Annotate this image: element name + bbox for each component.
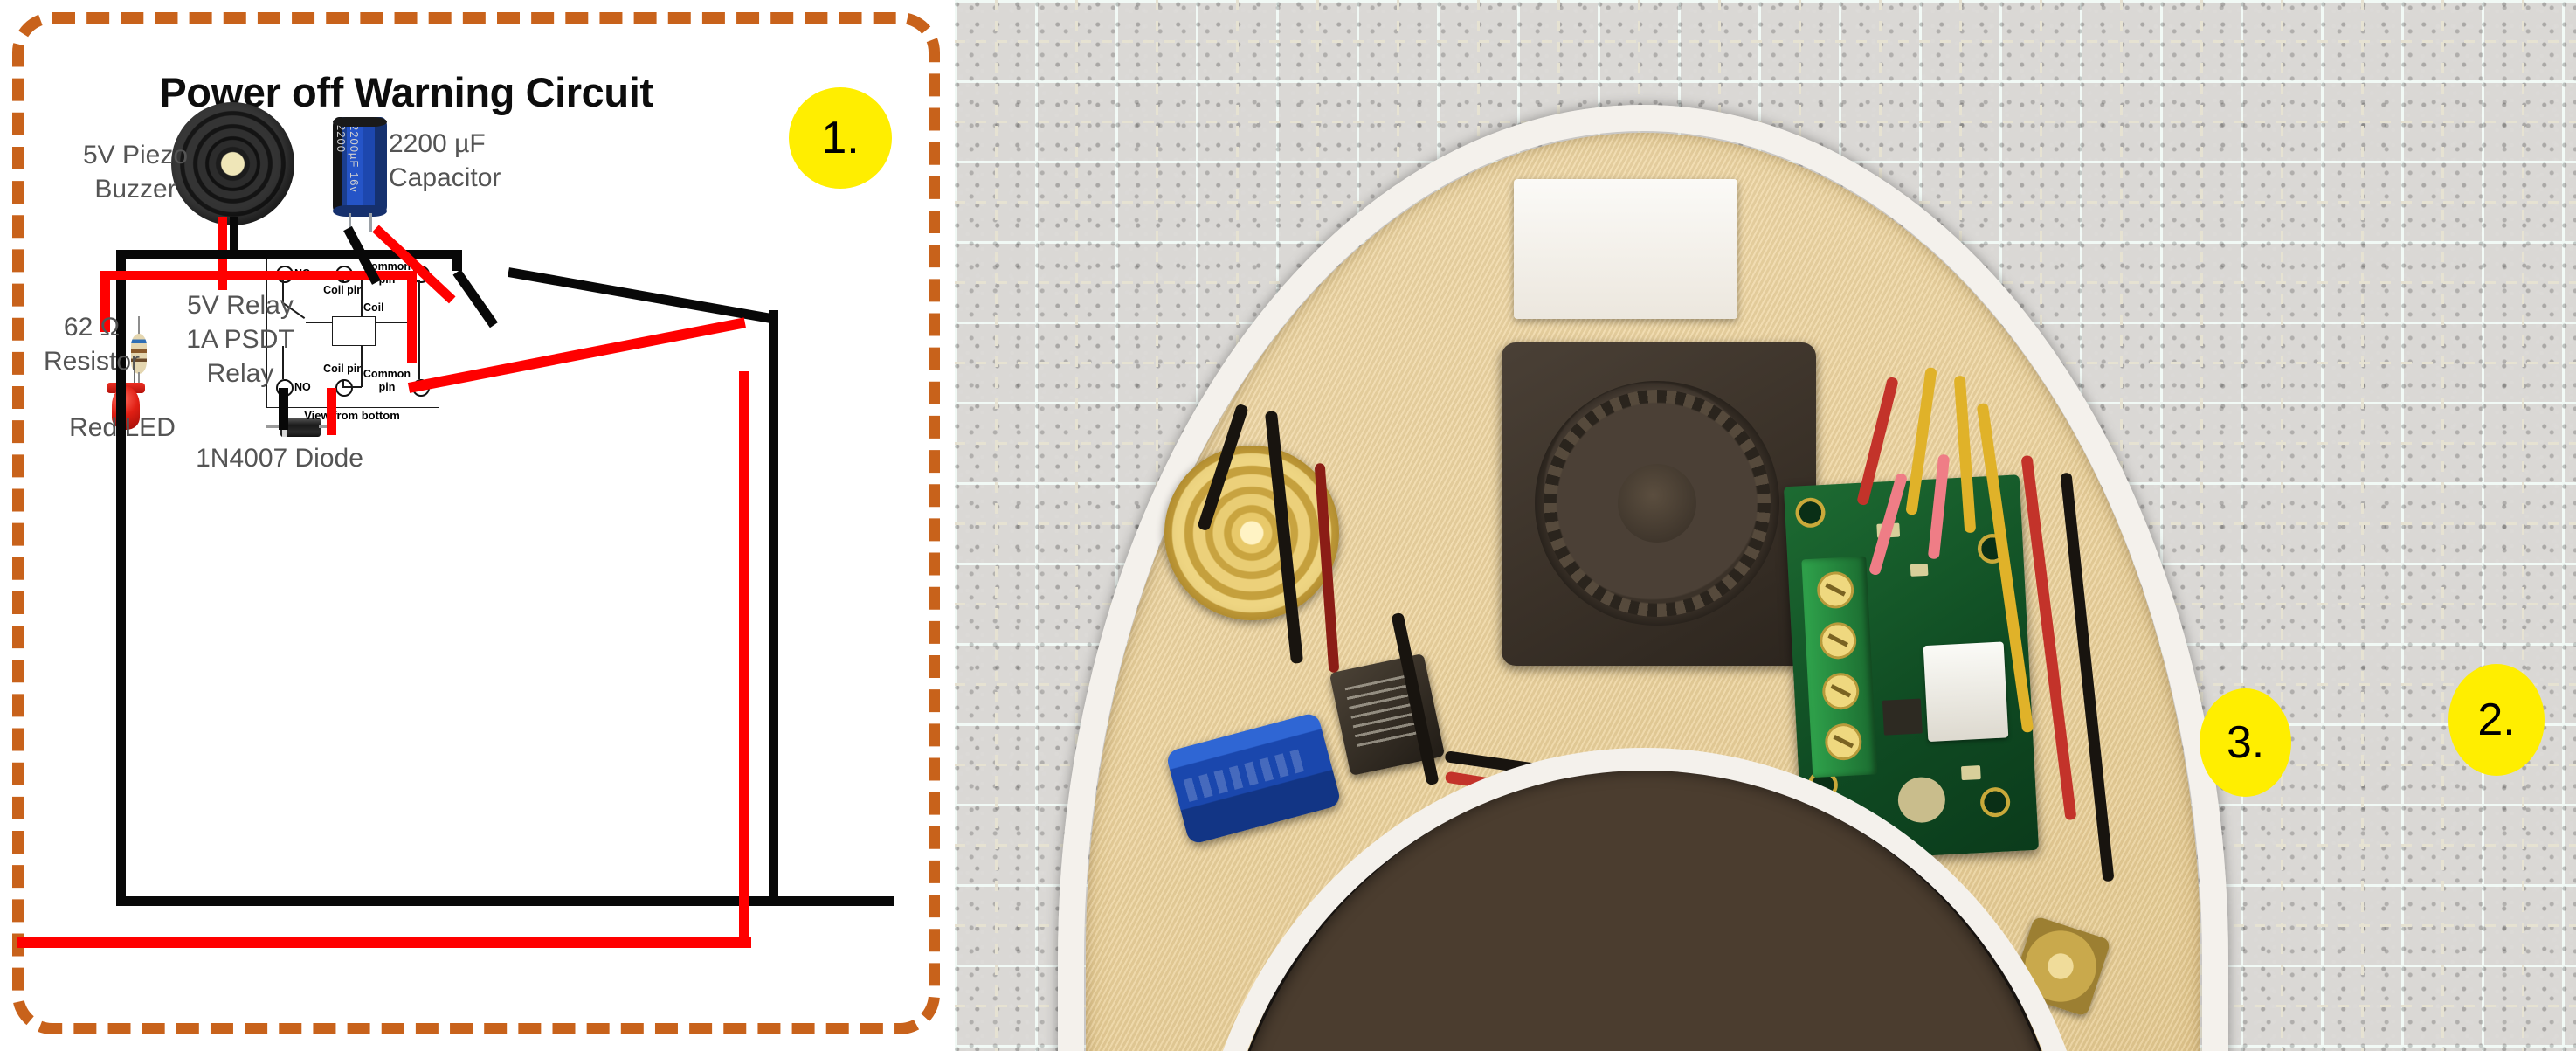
schematic-panel: Power off Warning Circuit 1. 2200µF 16v … <box>0 0 955 1051</box>
mat-dashed-line-v <box>995 0 998 1051</box>
terminal-screw <box>1819 621 1858 660</box>
label-relay: 5V Relay 1A PSDT Relay <box>162 288 319 391</box>
terminal-screw <box>1816 570 1855 610</box>
relay-coil-bottom-run <box>342 386 362 388</box>
label-piezo-buzzer: 5V Piezo Buzzer <box>48 138 223 206</box>
relay-label-coil-pin-top: Coil pin <box>323 284 363 296</box>
wire-buzzer-black-lead <box>230 217 238 253</box>
jst-connector <box>1923 641 2009 743</box>
capacitor-lead-positive <box>369 213 372 232</box>
label-capacitor-line1: 2200 µF <box>389 129 486 158</box>
callout-badge-3: 3. <box>2200 688 2291 797</box>
wire-red-to-resistor <box>100 271 110 332</box>
pcb-smd-part <box>1960 765 1981 781</box>
relay-label-common-bottom-1: Common <box>363 368 411 380</box>
relay-pin-coil-bottom <box>335 379 353 397</box>
label-resistor: 62 Ω Resistor <box>9 310 175 378</box>
wire-no-to-diode <box>279 388 288 430</box>
fan-rotor <box>1535 381 1779 626</box>
wire-black-corner-down <box>452 250 462 271</box>
mat-dashed-line-v <box>2522 0 2524 1051</box>
fan-hub <box>1618 464 1696 543</box>
label-resistor-line1: 62 Ω <box>63 313 121 342</box>
label-relay-line2: 1A PSDT <box>186 325 294 354</box>
relay-common-top-drop <box>418 280 420 322</box>
capacitor-body: 2200µF 16v 2200 <box>333 117 387 215</box>
led-lead-anode <box>134 363 135 384</box>
capacitor-bottom <box>333 205 387 217</box>
electrolytic-capacitor-image: 2200µF 16v 2200 <box>333 117 387 232</box>
mat-dashed-line-v <box>2361 0 2364 1051</box>
relay-coil-symbol <box>332 316 376 346</box>
wire-red-right-vertical <box>739 371 749 948</box>
relay-common-bottom-drop <box>418 322 420 379</box>
relay-label-coil: Coil <box>363 301 384 314</box>
wire-coilpin-to-diode <box>327 388 336 435</box>
label-relay-line1: 5V Relay <box>187 291 294 320</box>
mat-dashed-line-v <box>1075 0 1078 1051</box>
wire-black-left-vertical <box>116 250 126 901</box>
relay-line-nc-drop <box>282 280 284 302</box>
label-red-led: Red LED <box>69 413 176 442</box>
piezo-buzzer-image <box>171 102 294 225</box>
pcb-mount-hole <box>1794 496 1827 529</box>
mat-dashed-line-h <box>955 121 2576 123</box>
pcb-mount-hole <box>1979 786 2012 819</box>
relay-coil-top-wire <box>361 273 363 318</box>
relay-line-no-drop <box>282 346 284 379</box>
label-capacitor-line2: Capacitor <box>389 163 501 192</box>
screw-terminal-block <box>1801 556 1878 778</box>
pcb-ic <box>1882 698 1923 736</box>
label-diode: 1N4007 Diode <box>196 444 363 473</box>
label-piezo-buzzer-line1: 5V Piezo <box>82 141 189 169</box>
terminal-screw <box>1824 723 1863 762</box>
schematic-title: Power off Warning Circuit <box>159 69 653 115</box>
label-capacitor: 2200 µF Capacitor <box>389 127 563 195</box>
diode-body <box>280 418 321 437</box>
mat-dashed-line-h <box>955 40 2576 43</box>
dashed-orange-frame <box>12 12 940 1034</box>
relay-coil-bottom-wire <box>361 343 363 387</box>
capacitor-lead-negative <box>349 213 351 232</box>
mat-dashed-line-v <box>2281 0 2283 1051</box>
wire-red-bus-top <box>100 271 417 280</box>
assembly-photo-panel: 2. 3. <box>955 0 2576 1051</box>
relay-coil-bottom-stub <box>342 381 344 388</box>
relay-label-no: NO <box>294 381 311 393</box>
white-duct-shelf <box>1514 179 1737 319</box>
wire-black-bottom-rail <box>116 896 894 906</box>
pcb-smd-part <box>1910 563 1929 577</box>
terminal-screw <box>1821 672 1861 711</box>
pcb-inductor <box>1896 776 1947 824</box>
wire-red-bottom-rail <box>17 937 751 948</box>
wire-red-down-to-nc <box>407 271 417 363</box>
wire-black-bus-top <box>116 250 462 259</box>
mat-dashed-line-v <box>2441 0 2444 1051</box>
mat-dashed-line-v <box>2200 0 2203 1051</box>
label-relay-line3: Relay <box>206 359 274 388</box>
capacitor-body-text: 2200µF 16v 2200 <box>335 124 361 193</box>
diode-lead-anode <box>266 425 282 428</box>
label-resistor-line2: Resistor <box>43 347 141 376</box>
relay-view-caption: View from bottom <box>304 409 400 422</box>
relay-label-coil-pin-bottom: Coil pin <box>323 363 363 375</box>
gold-piezo-disc <box>1164 446 1339 620</box>
resistor-lead-top <box>138 316 140 335</box>
label-piezo-buzzer-line2: Buzzer <box>94 175 176 204</box>
callout-badge-2: 2. <box>2448 664 2545 776</box>
capacitor-top <box>333 117 387 127</box>
callout-badge-1: 1. <box>789 87 892 189</box>
relay-label-common-bottom-2: pin <box>378 381 396 393</box>
blower-fan <box>1502 342 1816 666</box>
wire-black-right-vertical <box>769 310 778 904</box>
